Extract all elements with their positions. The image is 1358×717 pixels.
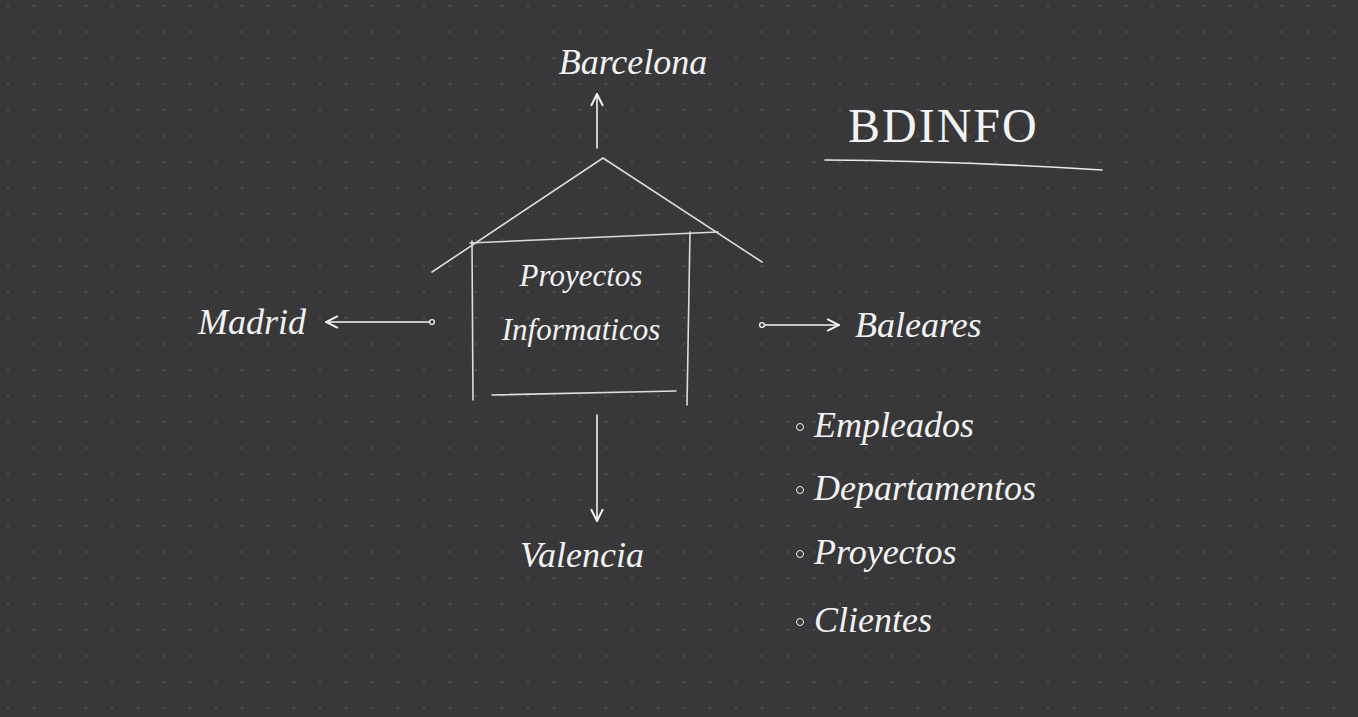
list-item: Proyectos (796, 530, 957, 574)
arrow-connector (596, 415, 598, 521)
list-item: Clientes (796, 598, 932, 642)
city-label: Valencia (520, 533, 644, 577)
title-underline (825, 160, 1102, 170)
house-box: Proyectos Informaticos (432, 155, 762, 405)
city-node: Baleares (855, 303, 982, 347)
bullet-dot (796, 550, 804, 558)
list-item: Departamentos (796, 466, 1036, 510)
city-node: Valencia (520, 533, 644, 577)
list-text: Departamentos (814, 466, 1036, 510)
list-text: Clientes (814, 598, 932, 642)
bullet-dot (796, 423, 804, 431)
city-label: Barcelona (559, 40, 708, 84)
bullet-dot (796, 486, 804, 494)
house-stroke (472, 241, 473, 400)
list-text: Empleados (814, 403, 974, 447)
house-stroke (432, 158, 762, 272)
diagram-title: BDINFO (848, 98, 1039, 154)
arrow-connector (326, 321, 432, 323)
list-item: Empleados (796, 403, 974, 447)
arrow-connector (762, 324, 839, 326)
house-stroke (470, 232, 718, 243)
city-node: Madrid (198, 300, 306, 344)
node-label: Proyectos Informaticos (482, 249, 680, 357)
house-stroke (492, 391, 676, 395)
bullet-dot (796, 618, 804, 626)
arrow-connector (596, 94, 598, 148)
house-stroke (687, 232, 690, 405)
city-node: Barcelona (559, 40, 708, 84)
city-label: Madrid (198, 300, 306, 344)
list-text: Proyectos (814, 530, 957, 574)
city-label: Baleares (855, 303, 982, 347)
